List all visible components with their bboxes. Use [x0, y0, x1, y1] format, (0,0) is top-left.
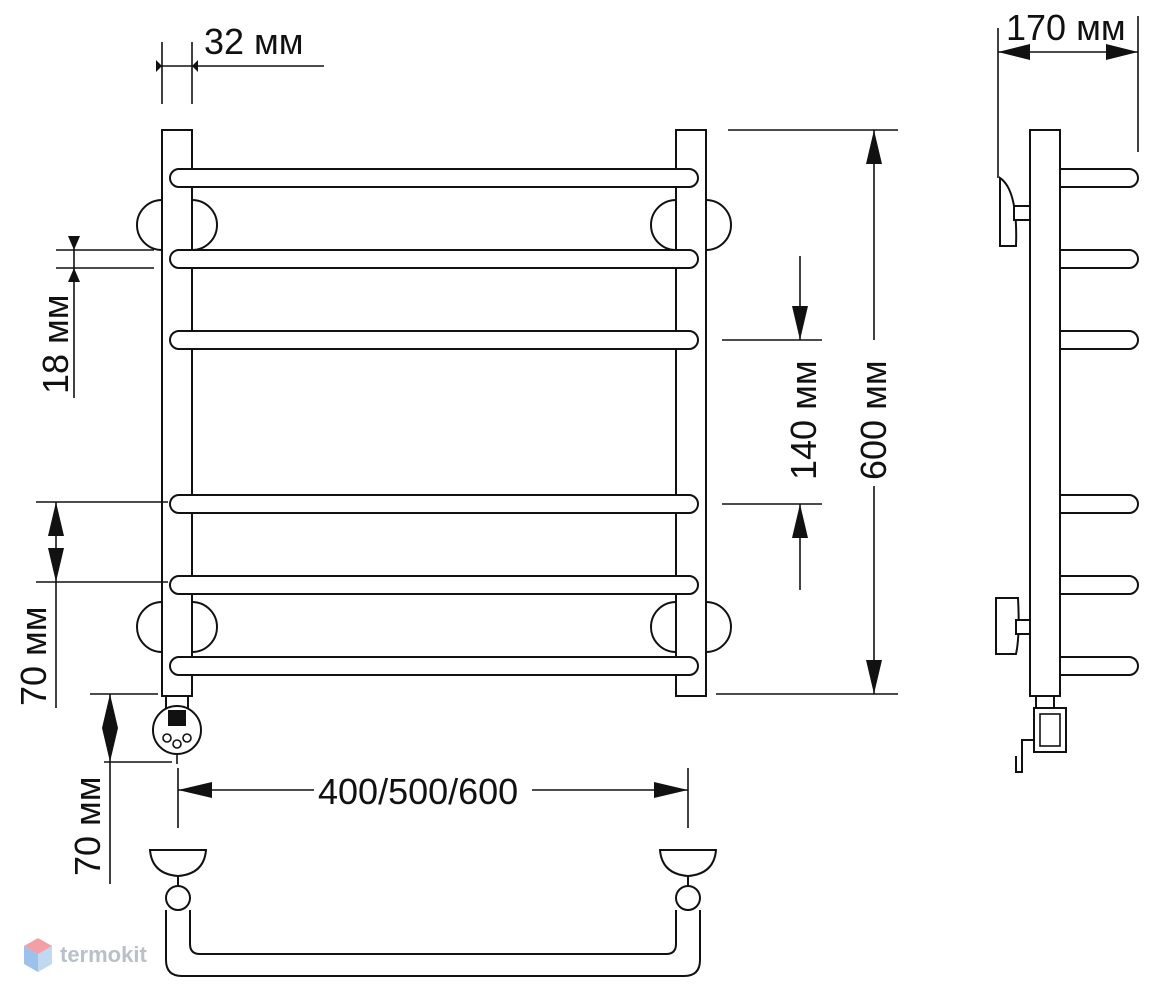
heater-button-3 — [182, 733, 192, 743]
rung-4 — [169, 494, 699, 514]
dim-lower-gap-label: 70 мм — [13, 606, 54, 706]
arrow — [102, 728, 118, 762]
right-post — [675, 129, 707, 697]
dim-width-label: 400/500/600 — [318, 771, 518, 812]
dimension-lines: 32 мм 170 мм 600 мм 140 мм 18 мм — [13, 7, 1139, 884]
wall-bracket-bottom-left — [136, 601, 218, 653]
dim-rung-gap-label: 18 мм — [35, 294, 76, 394]
arrow — [792, 306, 808, 340]
side-view — [995, 129, 1139, 773]
dim-pipe-diameter-label: 32 мм — [204, 21, 304, 62]
arrow — [998, 44, 1030, 60]
side-bracket-top-stem — [1013, 205, 1031, 221]
wall-bracket-top-right — [650, 199, 732, 251]
arrow — [48, 502, 64, 536]
watermark: termokit — [24, 938, 147, 972]
watermark-logo-right — [38, 946, 52, 972]
side-heater-cable — [1015, 739, 1034, 773]
side-post — [1029, 129, 1061, 697]
arrow — [178, 782, 212, 798]
top-view — [148, 849, 718, 977]
dim-depth-label: 170 мм — [1006, 7, 1126, 48]
watermark-logo-left — [24, 946, 38, 972]
rung-3 — [169, 330, 699, 350]
rung-2 — [169, 249, 699, 269]
left-post — [161, 129, 193, 697]
arrow — [156, 60, 162, 72]
rail-inner — [189, 910, 677, 955]
arrow — [192, 60, 198, 72]
arrow — [866, 130, 882, 164]
arrow — [102, 694, 118, 728]
wall-bracket-bottom-right — [650, 601, 732, 653]
rungs — [169, 168, 699, 676]
watermark-text: termokit — [60, 942, 147, 967]
arrow — [68, 236, 80, 250]
mount-knob-right — [675, 885, 701, 911]
dim-heater-offset-label: 70 мм — [67, 776, 108, 876]
arrow — [48, 548, 64, 582]
mount-knob-left — [165, 885, 191, 911]
rung-5 — [169, 575, 699, 595]
rail-outer — [165, 910, 701, 977]
heater-button-1 — [162, 733, 172, 743]
heater-display — [168, 710, 186, 726]
wall-bracket-top-left — [136, 199, 218, 251]
dim-total-height-label: 600 мм — [853, 360, 894, 480]
side-heater-connector — [1035, 695, 1055, 709]
wall-flange-right — [658, 849, 718, 878]
dim-middle-gap-label: 140 мм — [783, 360, 824, 480]
side-bracket-bottom-stem — [1015, 619, 1031, 635]
wall-flange-left — [148, 849, 208, 878]
rung-6 — [169, 656, 699, 676]
heater-button-2 — [172, 739, 182, 749]
arrow — [792, 504, 808, 538]
front-view — [136, 129, 732, 764]
arrow — [68, 268, 80, 282]
arrow — [1106, 44, 1138, 60]
arrow — [654, 782, 688, 798]
side-heater-window — [1039, 713, 1061, 747]
arrow — [866, 660, 882, 694]
rung-1 — [169, 168, 699, 188]
